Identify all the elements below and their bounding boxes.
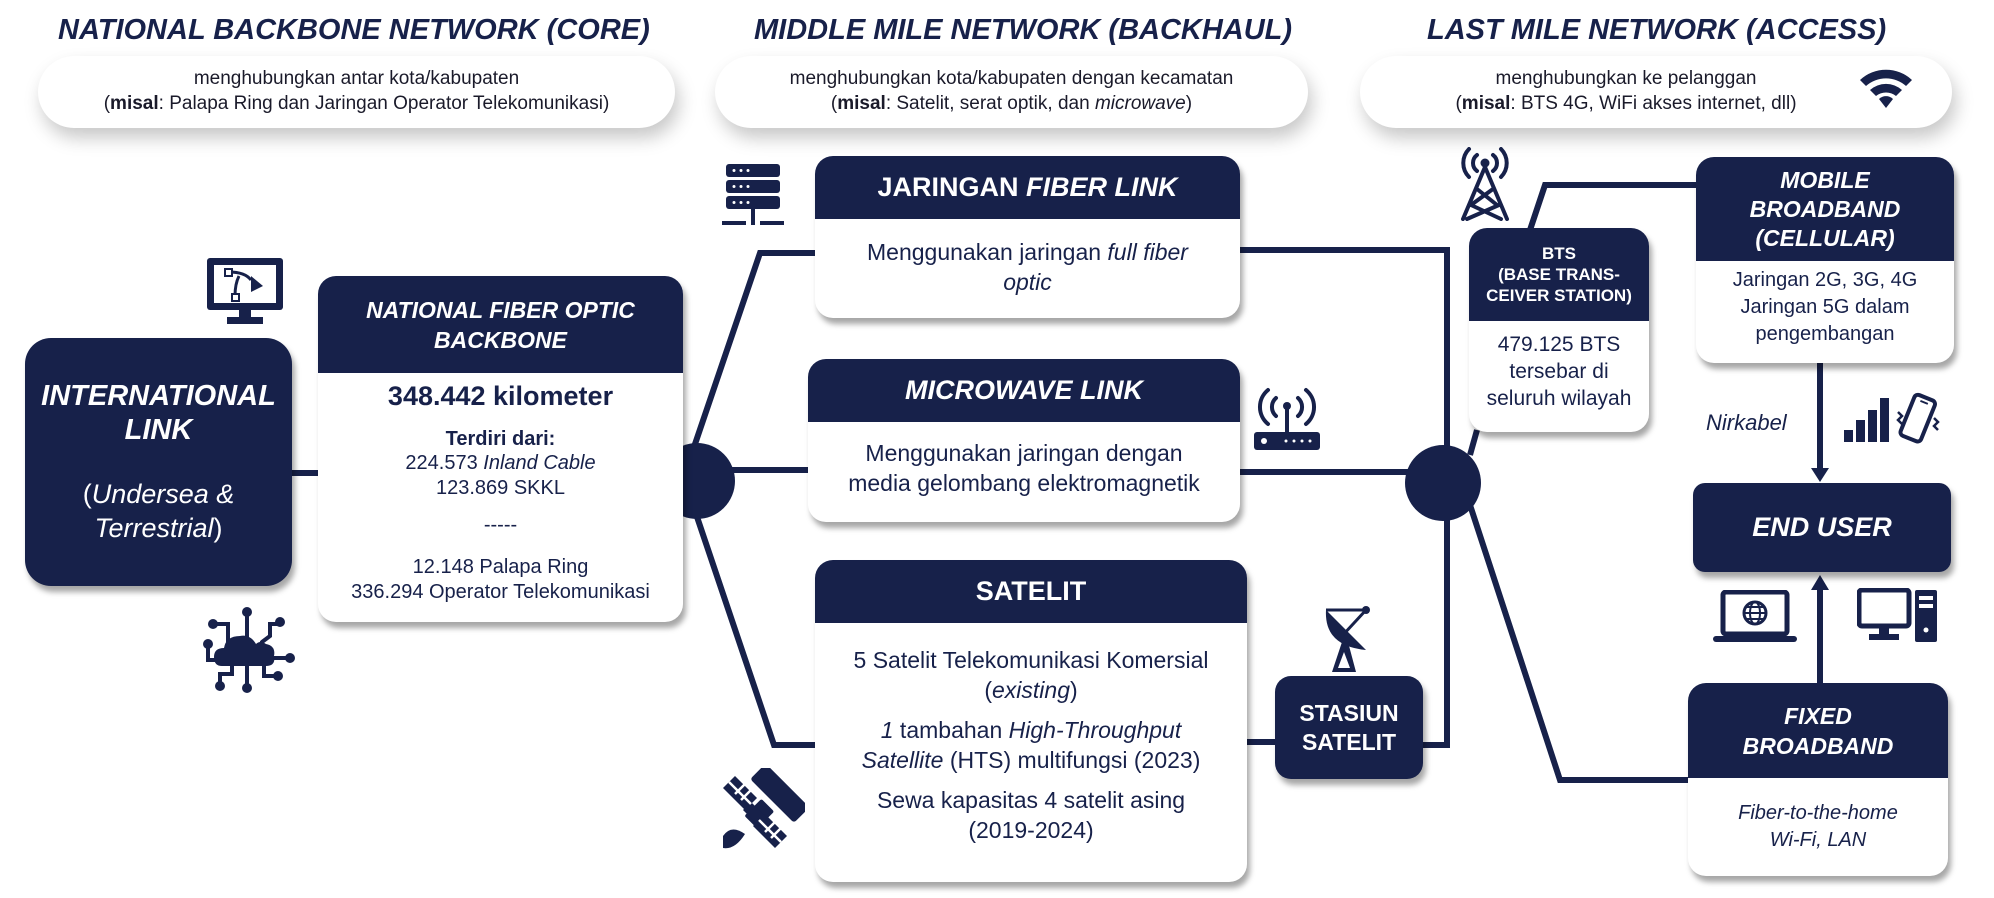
monitor-vector-icon <box>207 258 283 324</box>
last-desc-line1: menghubungkan ke pelanggan <box>1495 68 1757 89</box>
fixed-body-line1: Fiber-to-the-home <box>1738 802 1898 824</box>
fiber-desc-line1: Menggunakan jaringan full fiber <box>867 239 1188 265</box>
signal-bars-icon <box>1844 398 1889 442</box>
section-title-core: NATIONAL BACKBONE NETWORK (CORE) <box>58 14 650 46</box>
fixed-body-line2: Wi-Fi, LAN <box>1769 829 1867 851</box>
stasiun-line1: STASIUN <box>1299 699 1399 726</box>
backbone-separator: ----- <box>483 514 518 536</box>
backbone-composed-label: Terdiri dari: <box>445 428 556 450</box>
arrow-up-enduser <box>1811 575 1829 590</box>
fixed-title-line2: BROADBAND <box>1742 732 1894 759</box>
fixed-title-line1: FIXED <box>1784 702 1852 729</box>
core-desc-line1: menghubungkan antar kota/kabupaten <box>193 68 520 89</box>
international-sub-line2: Terrestrial) <box>94 513 223 543</box>
backbone-item-skkl: 123.869 SKKL <box>435 477 565 499</box>
satelit-p1-line1: 5 Satelit Telekomunikasi Komersial <box>853 647 1209 673</box>
satelit-p2-line2: Satellite (HTS) multifungsi (2023) <box>861 747 1201 773</box>
core-desc-line2: (misal: Palapa Ring dan Jaringan Operato… <box>103 93 610 114</box>
fixed-broadband-card: FIXED BROADBAND Fiber-to-the-home Wi-Fi,… <box>1688 683 1948 876</box>
bts-title-line2: (BASE TRANS- <box>1498 265 1620 284</box>
hub-node-right <box>1405 445 1481 521</box>
backbone-title-line2: BACKBONE <box>434 326 567 353</box>
backbone-item-inland: 224.573 Inland Cable <box>405 452 596 474</box>
mobile-title-line3: (CELLULAR) <box>1755 224 1895 251</box>
satelit-p3-line2: (2019-2024) <box>968 817 1094 843</box>
mobile-title-line2: BROADBAND <box>1749 195 1901 222</box>
satellite-dish-icon <box>1325 606 1370 672</box>
cloud-network-icon <box>203 607 295 693</box>
microwave-desc-line2: media gelombang elektromagnetik <box>848 470 1200 496</box>
backbone-title-line1: NATIONAL FIBER OPTIC <box>366 296 635 323</box>
line-hub-fiber <box>690 250 815 451</box>
microwave-desc-line1: Menggunakan jaringan dengan <box>865 440 1183 466</box>
bts-title-line3: CEIVER STATION) <box>1486 286 1632 305</box>
satelit-p3-line1: Sewa kapasitas 4 satelit asing <box>876 787 1186 813</box>
microwave-title: MICROWAVE LINK <box>905 375 1143 405</box>
backbone-item-palapa: 12.148 Palapa Ring <box>412 556 589 578</box>
line-hub2-bts <box>1467 429 1480 456</box>
wireless-router-icon <box>1254 388 1320 450</box>
backbone-total: 348.442 kilometer <box>387 381 614 411</box>
stasiun-satelit-box: STASIUN SATELIT <box>1275 676 1423 779</box>
mobile-title-line1: MOBILE <box>1780 166 1870 193</box>
end-user-title: END USER <box>1752 512 1892 542</box>
fiber-title-italic: FIBER LINK <box>1026 172 1178 202</box>
wifi-icon <box>1860 69 1912 108</box>
nirkabel-label: Nirkabel <box>1706 410 1787 435</box>
middle-desc-line2: (misal: Satelit, serat optik, dan microw… <box>830 93 1193 114</box>
stasiun-line2: SATELIT <box>1301 728 1397 755</box>
bts-body-line1: 479.125 BTS <box>1497 333 1621 356</box>
line-hub2-fixed <box>1467 504 1690 783</box>
backbone-card: NATIONAL FIBER OPTIC BACKBONE 348.442 ki… <box>318 276 683 622</box>
international-title-line2: LINK <box>124 414 193 446</box>
desktop-computer-icon <box>1857 588 1937 642</box>
international-title-line1: INTERNATIONAL <box>41 380 276 412</box>
satelit-card: SATELIT 5 Satelit Telekomunikasi Komersi… <box>815 560 1247 882</box>
satelit-p1-line2: (existing) <box>984 677 1078 703</box>
backbone-item-operator: 336.294 Operator Telekomunikasi <box>351 581 650 603</box>
section-title-last: LAST MILE NETWORK (ACCESS) <box>1427 14 1887 46</box>
mobile-body-line1: Jaringan 2G, 3G, 4G <box>1732 269 1918 291</box>
bts-title-line1: BTS <box>1542 244 1576 263</box>
mobile-body-line3: pengembangan <box>1755 323 1895 345</box>
mobile-broadband-card: MOBILE BROADBAND (CELLULAR) Jaringan 2G,… <box>1696 157 1954 363</box>
vibrating-phone-icon <box>1896 392 1940 444</box>
international-link-box: INTERNATIONAL LINK (Undersea & Terrestri… <box>25 338 292 586</box>
line-bts-mobile <box>1527 182 1697 231</box>
bts-body-line3: seluruh wilayah <box>1486 387 1632 410</box>
line-hub-satelit <box>690 504 815 748</box>
section-desc-middle: menghubungkan kota/kabupaten dengan keca… <box>715 56 1308 128</box>
fiber-title-plain: JARINGAN <box>877 172 1019 202</box>
fiber-desc-line2: optic <box>1003 269 1052 295</box>
fiber-link-card: JARINGAN FIBER LINK Menggunakan jaringan… <box>815 156 1240 318</box>
mobile-body-line2: Jaringan 5G dalam <box>1740 296 1910 318</box>
section-desc-last: menghubungkan ke pelanggan (misal: BTS 4… <box>1360 56 1952 128</box>
middle-desc-line1: menghubungkan kota/kabupaten dengan keca… <box>789 68 1234 89</box>
section-desc-core: menghubungkan antar kota/kabupaten (misa… <box>38 56 675 128</box>
end-user-box: END USER <box>1693 483 1951 572</box>
satelit-p2-line1: 1 tambahan High-Throughput <box>880 717 1182 743</box>
cell-tower-icon <box>1461 147 1509 221</box>
server-rack-icon <box>722 164 784 225</box>
satellite-icon <box>723 768 805 849</box>
arrow-down-enduser <box>1811 468 1829 482</box>
microwave-link-card: MICROWAVE LINK Menggunakan jaringan deng… <box>808 359 1240 522</box>
international-sub-line1: (Undersea & <box>82 479 235 509</box>
section-title-middle: MIDDLE MILE NETWORK (BACKHAUL) <box>754 14 1293 46</box>
bts-body-line2: tersebar di <box>1509 360 1609 383</box>
satelit-title: SATELIT <box>975 576 1087 606</box>
bts-card: BTS (BASE TRANS- CEIVER STATION) 479.125… <box>1469 228 1649 432</box>
laptop-globe-icon <box>1713 590 1797 642</box>
last-desc-line2: (misal: BTS 4G, WiFi akses internet, dll… <box>1455 93 1797 114</box>
